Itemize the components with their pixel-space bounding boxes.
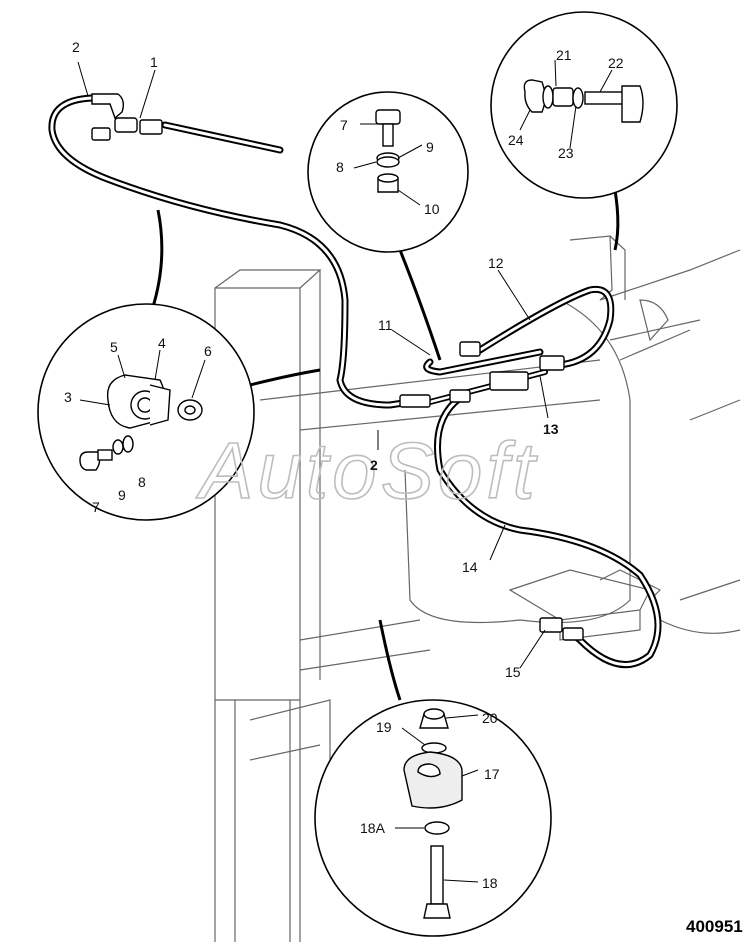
- callout-1: 1: [150, 54, 158, 70]
- callout-19: 19: [376, 719, 392, 735]
- callout-24: 24: [508, 132, 524, 148]
- callout-22: 22: [608, 55, 624, 71]
- callout-7-left: 7: [92, 499, 100, 515]
- callout-14: 14: [462, 559, 478, 575]
- callout-10: 10: [424, 201, 440, 217]
- detail-circles: [37, 11, 678, 937]
- callout-9-top: 9: [426, 139, 434, 155]
- callout-8-top: 8: [336, 159, 344, 175]
- callout-4: 4: [158, 335, 166, 351]
- detail-circle-bolt-right: [490, 11, 678, 199]
- callout-leaders: [77, 59, 613, 883]
- top-bolt-parts: [375, 109, 401, 193]
- callout-9-left: 9: [118, 487, 126, 503]
- callout-21: 21: [556, 47, 572, 63]
- drawing-number: 400951: [686, 917, 743, 936]
- callout-18a: 18A: [360, 820, 386, 836]
- callout-labels: 1 2 5 4 6 3 7 9 8 7 9 8 10 21 22 24 23 1…: [64, 39, 624, 891]
- callout-6: 6: [204, 343, 212, 359]
- callout-11: 11: [378, 317, 393, 333]
- callout-18: 18: [482, 875, 498, 891]
- callout-23: 23: [558, 145, 574, 161]
- watermark-text: AutoSoft: [196, 426, 539, 515]
- mount-parts: [403, 708, 463, 919]
- callout-12: 12: [488, 255, 504, 271]
- callout-13: 13: [543, 421, 559, 437]
- callout-15: 15: [505, 664, 521, 680]
- right-bolt-parts: [523, 79, 644, 123]
- callout-5: 5: [110, 339, 118, 355]
- callout-8-left: 8: [138, 474, 146, 490]
- callout-2-top: 2: [72, 39, 80, 55]
- fitting-1: [114, 117, 138, 133]
- clamp-parts: [79, 374, 203, 471]
- detail-circle-mount: [314, 699, 552, 937]
- fittings: [91, 93, 584, 641]
- callout-2-mid: 2: [370, 457, 378, 473]
- callout-3: 3: [64, 389, 72, 405]
- detail-circle-bolt-top: [307, 91, 469, 253]
- callout-20: 20: [482, 710, 498, 726]
- callout-17: 17: [484, 766, 500, 782]
- callout-7-top: 7: [340, 117, 348, 133]
